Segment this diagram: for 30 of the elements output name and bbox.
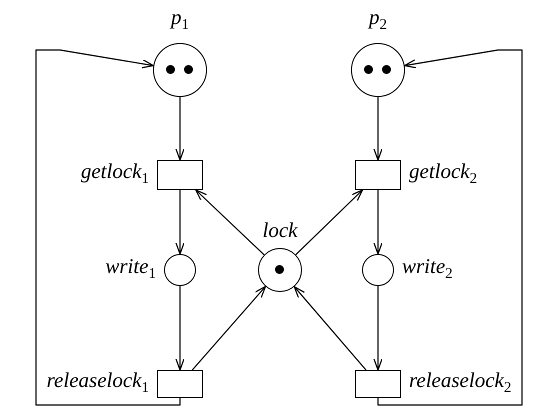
- transition-label: releaselock$_{1}$: [46, 368, 149, 398]
- arrow: [373, 97, 383, 161]
- transition-label: getlock$_{1}$: [80, 158, 149, 190]
- place-circle: [362, 254, 394, 286]
- arrow: [195, 189, 265, 256]
- arrow: [294, 286, 366, 370]
- transition-label: releaselock$_{2}$: [409, 368, 512, 398]
- place-label: write$_{1}$: [105, 254, 156, 284]
- place-circle: [258, 248, 302, 292]
- arrow: [373, 190, 383, 255]
- arrow: [192, 286, 266, 370]
- place-label: lock: [262, 218, 298, 242]
- arrow: [175, 190, 185, 255]
- place-circle: [164, 254, 196, 286]
- arrow: [377, 49, 523, 406]
- transition-label: getlock$_{2}$: [409, 158, 478, 190]
- arrow: [175, 97, 185, 161]
- transition-box: [355, 370, 401, 398]
- place-circle: [153, 43, 207, 97]
- arrow: [295, 189, 364, 256]
- place-label: write$_{2}$: [402, 254, 453, 284]
- place-label: p$_{1}$: [171, 4, 189, 35]
- transition-box: [355, 160, 401, 190]
- arrow: [373, 286, 383, 371]
- place-circle: [351, 43, 405, 97]
- arrow: [175, 286, 185, 371]
- transition-box: [157, 160, 203, 190]
- arrow: [35, 49, 181, 406]
- place-label: p$_{2}$: [369, 4, 387, 35]
- transition-box: [157, 370, 203, 398]
